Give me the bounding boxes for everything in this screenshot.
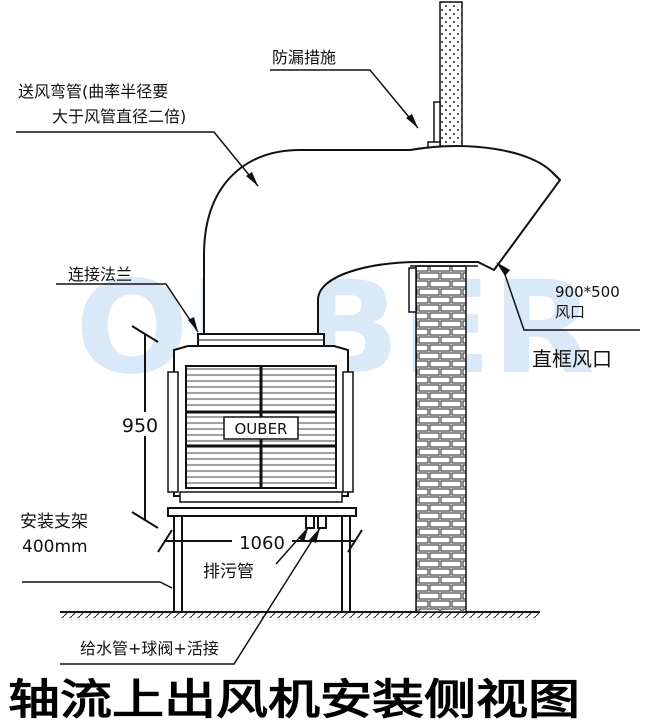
wall-top-post (439, 1, 463, 151)
water-supply-label: 给水管+球阀+活接 (80, 639, 219, 658)
height-dim-label: 950 (122, 415, 158, 437)
air-cooler-unit: OUBER (167, 345, 354, 503)
diagram-title: 轴流上出风机安装侧视图 (8, 675, 580, 724)
outlet-size-label: 900*500 (555, 283, 620, 301)
stand-label-line1: 安装支架 (20, 512, 88, 532)
outlet-word-label: 风口 (555, 303, 585, 321)
elbow-label-line1: 送风弯管(曲率半径要 (18, 82, 168, 101)
arrow-heads (188, 114, 510, 543)
unit-badge (223, 416, 299, 440)
drain-label: 排污管 (203, 562, 254, 582)
ground (60, 611, 540, 618)
mounting-stand (167, 507, 357, 613)
leak-prevention-flashing (427, 101, 441, 151)
brick-wall (408, 265, 478, 613)
unit-badge-text: OUBER (235, 420, 288, 438)
elbow-duct (203, 145, 562, 337)
stand-label-line2: 400mm (22, 537, 88, 557)
width-dim-label: 1060 (239, 533, 285, 554)
flange-label: 连接法兰 (68, 265, 132, 284)
leak-prevention-label: 防漏措施 (272, 48, 336, 67)
elbow-label-line2: 大于风管直径二倍) (52, 107, 186, 126)
straight-outlet-label: 直框风口 (532, 347, 612, 371)
